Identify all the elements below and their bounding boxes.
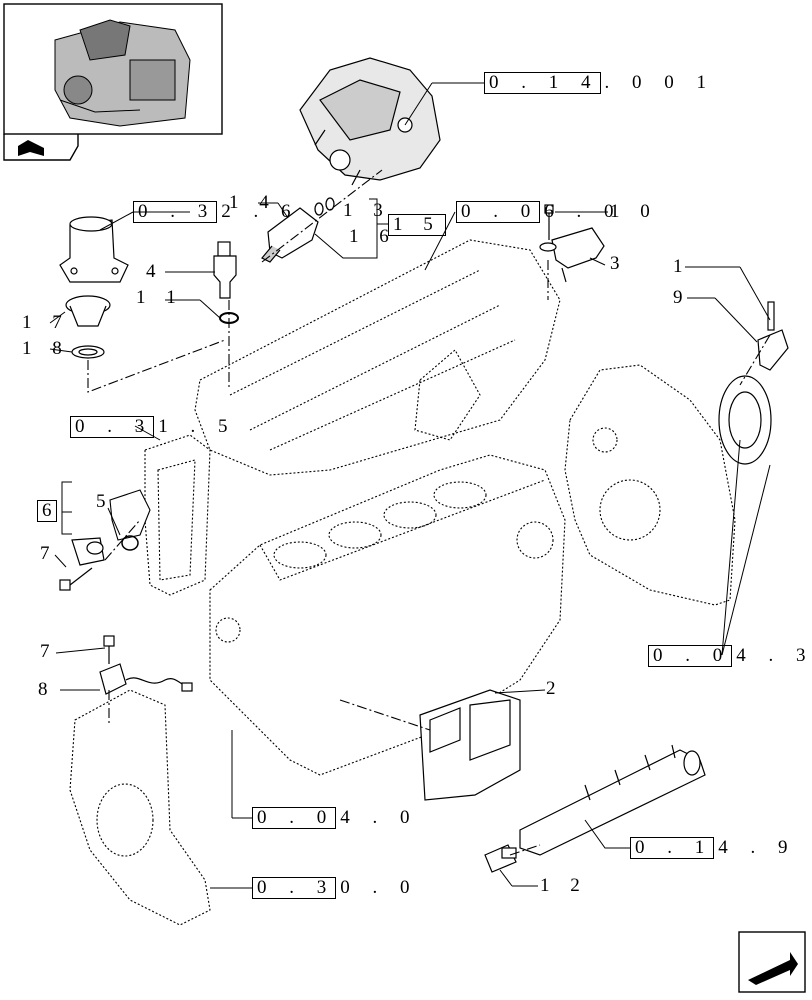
part-number-10: 1 0 — [610, 201, 658, 222]
seal-ring — [121, 535, 139, 551]
leader-lines — [49, 82, 771, 889]
part-number-5: 5 — [96, 491, 114, 512]
next-page-arrow-icon[interactable] — [738, 931, 806, 993]
ref-rest: 6 . 0 — [544, 201, 623, 222]
assembly-lines — [87, 169, 771, 856]
tone-wheel — [718, 375, 772, 465]
ref-rest: 2 . 6 — [221, 201, 300, 222]
cylinder-head — [194, 239, 561, 476]
rail-pressure-sensor — [484, 844, 517, 873]
part-number-1: 1 — [673, 256, 691, 277]
part-number-18: 1 8 — [22, 338, 70, 359]
thermostat-housing — [59, 216, 129, 283]
ref-box: 0 . 3 — [252, 877, 337, 899]
sensor-bolt — [59, 567, 93, 591]
part-number-8: 8 — [38, 679, 56, 700]
ref-box: 0 . 1 — [630, 837, 715, 859]
ref-box: 0 . 0 — [648, 645, 733, 667]
timing-cover — [564, 364, 736, 606]
ref-box: 0 . 0 — [252, 807, 337, 829]
part-number-13: 1 3 — [343, 200, 391, 221]
ref-rest: 0 . 0 — [340, 877, 419, 898]
sensor-screw — [544, 204, 554, 240]
speed-sensor — [757, 301, 789, 371]
injection-pump — [299, 57, 441, 186]
ref-rest: 4 . 0 — [340, 807, 419, 828]
engine-thumbnail-icon — [54, 19, 191, 127]
engine-thumbnail-frame — [3, 3, 223, 135]
part-number-17: 1 7 — [22, 312, 70, 333]
ref-rest: 4 . 9 — [718, 837, 797, 858]
ref-box: 0 . 3 — [70, 416, 155, 438]
temperature-sensor — [71, 537, 105, 566]
part-number-11: 1 1 — [136, 287, 184, 308]
part-number-9: 9 — [673, 287, 691, 308]
thermostat-seal — [71, 345, 105, 359]
ref-box: 0 . 0 — [456, 201, 541, 223]
part-number-2: 2 — [546, 678, 564, 699]
engine-block — [209, 454, 566, 776]
part-number-6: 6 — [37, 500, 57, 522]
pressure-valve — [261, 207, 319, 263]
fuel-rail — [519, 744, 706, 856]
part-number-4: 4 — [146, 261, 164, 282]
part-number-14: 1 4 — [229, 192, 277, 213]
ecu-module — [419, 689, 521, 801]
ref-rest: . 0 0 1 — [604, 72, 715, 93]
pressure-sensor — [213, 241, 237, 299]
ref-label-0-14-0-01[interactable]: 0 . 1 4. 0 0 1 — [484, 72, 715, 94]
part-number-7-upper: 7 — [40, 543, 58, 564]
gasket — [109, 489, 151, 541]
ref-rest: 4 . 3 — [736, 645, 812, 666]
part-number-12: 1 2 — [540, 875, 588, 896]
part-number-7-lower: 7 — [40, 641, 58, 662]
ref-rest: 1 . 5 — [158, 416, 237, 437]
crankshaft-sensor — [99, 663, 193, 695]
crankshaft-sensor-screw — [103, 635, 115, 664]
ref-box: 0 . 1 4 — [484, 72, 601, 94]
part-number-15: 1 5 — [388, 214, 446, 236]
ref-box: 0 . 3 — [133, 201, 218, 223]
valve-o-rings — [314, 197, 335, 216]
thumbnail-tab — [3, 134, 79, 161]
flywheel-housing — [69, 689, 211, 926]
book-tab-icon — [18, 140, 44, 156]
part-number-16: 1 6 — [349, 226, 397, 247]
part-number-3: 3 — [610, 253, 628, 274]
oil-cooler-cover — [144, 434, 211, 596]
thermostat — [65, 295, 111, 327]
